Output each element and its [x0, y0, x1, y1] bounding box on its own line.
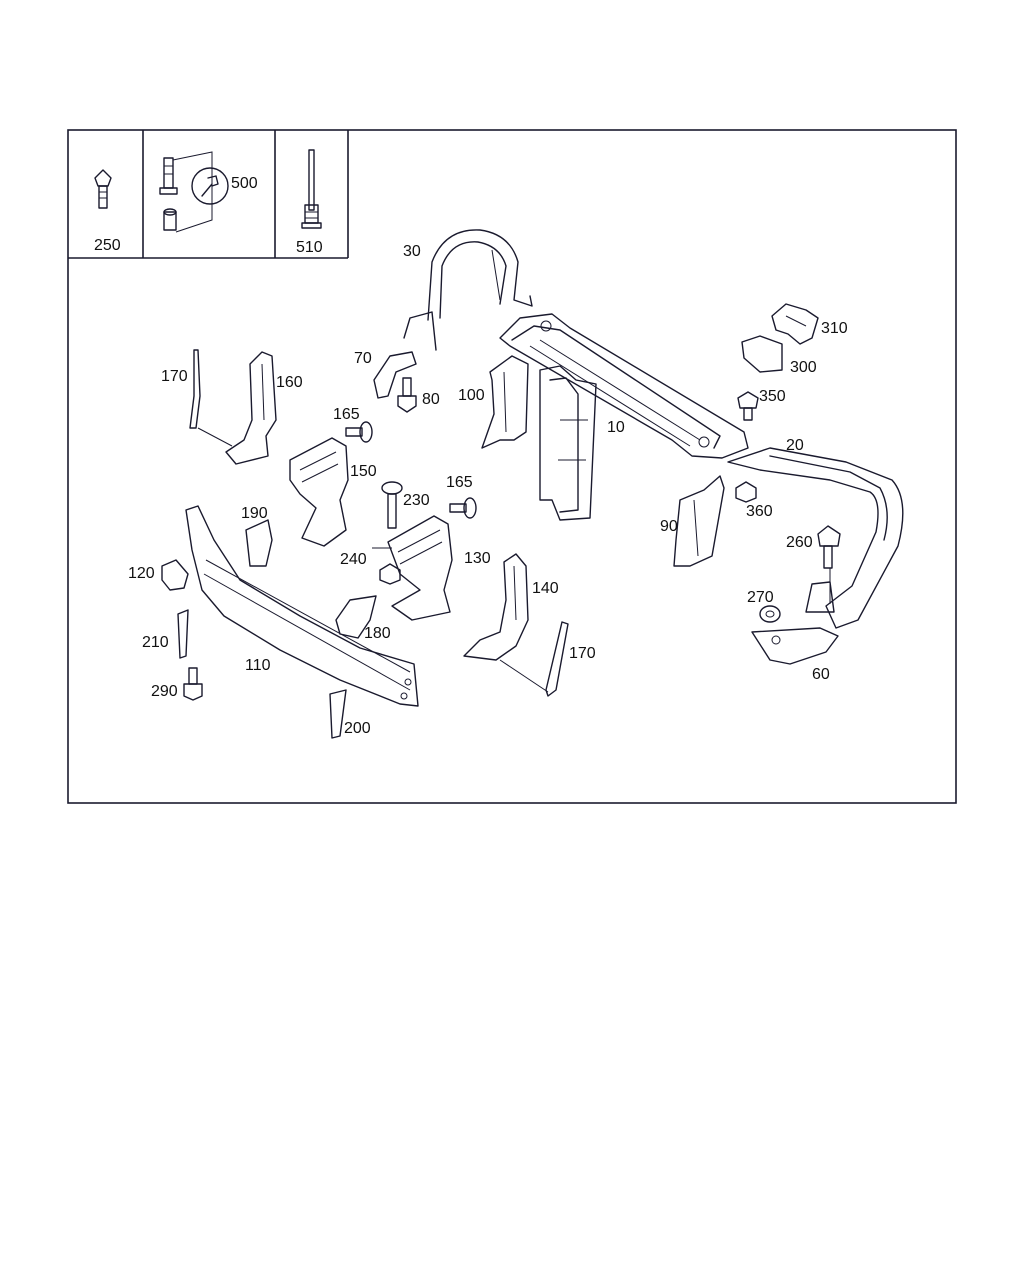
part-150-bracket: [289, 437, 349, 547]
callout-290: 290: [151, 683, 178, 700]
part-270-washer: [759, 605, 781, 623]
callout-160: 160: [276, 374, 303, 391]
part-300-clip: [741, 335, 783, 373]
part-70-clip: [373, 351, 417, 399]
part-120-clip: [161, 559, 189, 591]
part-310-clip: [771, 303, 819, 345]
leader-lines: [372, 547, 831, 604]
legend-label-500: 500: [231, 175, 258, 192]
part-190-bracket: [245, 519, 273, 567]
part-130-bracket: [387, 515, 453, 621]
part-230-bolt: [381, 481, 403, 529]
stud-set-500-icon: [159, 151, 213, 233]
callout-90: 90: [660, 518, 678, 535]
callout-10: 10: [607, 419, 625, 436]
callout-180: 180: [364, 625, 391, 642]
callout-240: 240: [340, 551, 367, 568]
callout-labels: 30 70 80 100 10 310 300 350 20 170 160 1…: [128, 243, 848, 737]
part-260-bolt: [817, 525, 841, 569]
part-110-bumper-carrier: [185, 505, 419, 707]
callout-200: 200: [344, 720, 371, 737]
callout-350: 350: [759, 388, 786, 405]
callout-60: 60: [812, 666, 830, 683]
callout-230: 230: [403, 492, 430, 509]
part-165-bolt-left: [345, 421, 373, 443]
legend-box: 250 500 510: [68, 130, 349, 259]
part-140-bracket: [463, 553, 529, 661]
callout-110: 110: [245, 657, 271, 674]
wrench-icon: [191, 167, 229, 205]
part-90-bracket: [673, 475, 725, 567]
callout-170-left: 170: [161, 368, 188, 385]
callout-70: 70: [354, 350, 372, 367]
callout-150: 150: [350, 463, 377, 480]
part-165-bolt-right: [449, 497, 477, 519]
part-170-strap-left: [189, 349, 233, 447]
part-200-bracket: [329, 689, 347, 739]
callout-170-right: 170: [569, 645, 596, 662]
part-170-strap-right: [499, 621, 569, 697]
part-240-nut: [379, 563, 401, 585]
legend-label-250: 250: [94, 237, 121, 254]
part-10-crossmember: [499, 313, 749, 459]
callout-80: 80: [422, 391, 440, 408]
part-160-bracket: [225, 351, 277, 465]
callout-270: 270: [747, 589, 774, 606]
legend-label-510: 510: [296, 239, 323, 256]
callout-360: 360: [746, 503, 773, 520]
callout-140: 140: [532, 580, 559, 597]
callout-260: 260: [786, 534, 813, 551]
part-360-nut: [735, 481, 757, 503]
part-30-upper-bracket: [403, 229, 533, 351]
part-80-bolt: [397, 377, 417, 413]
callout-190: 190: [241, 505, 268, 522]
part-210-bracket: [177, 609, 189, 659]
part-100-bracket: [481, 355, 529, 449]
callout-210: 210: [142, 634, 169, 651]
bolt-510-icon: [301, 149, 322, 229]
callout-310: 310: [821, 320, 848, 337]
callout-100: 100: [458, 387, 485, 404]
callout-30: 30: [403, 243, 421, 260]
part-180-bracket: [335, 595, 377, 639]
callout-130: 130: [464, 550, 491, 567]
bolt-250-icon: [94, 169, 112, 209]
part-350-bolt: [737, 391, 759, 421]
callout-120: 120: [128, 565, 155, 582]
diagram-frame: [67, 129, 957, 804]
callout-300: 300: [790, 359, 817, 376]
part-60-bracket: [751, 627, 839, 665]
callout-165-right: 165: [446, 474, 473, 491]
part-290-bolt: [183, 667, 203, 701]
callout-165-left: 165: [333, 406, 360, 423]
callout-20: 20: [786, 437, 804, 454]
part-center-support: [539, 365, 597, 521]
